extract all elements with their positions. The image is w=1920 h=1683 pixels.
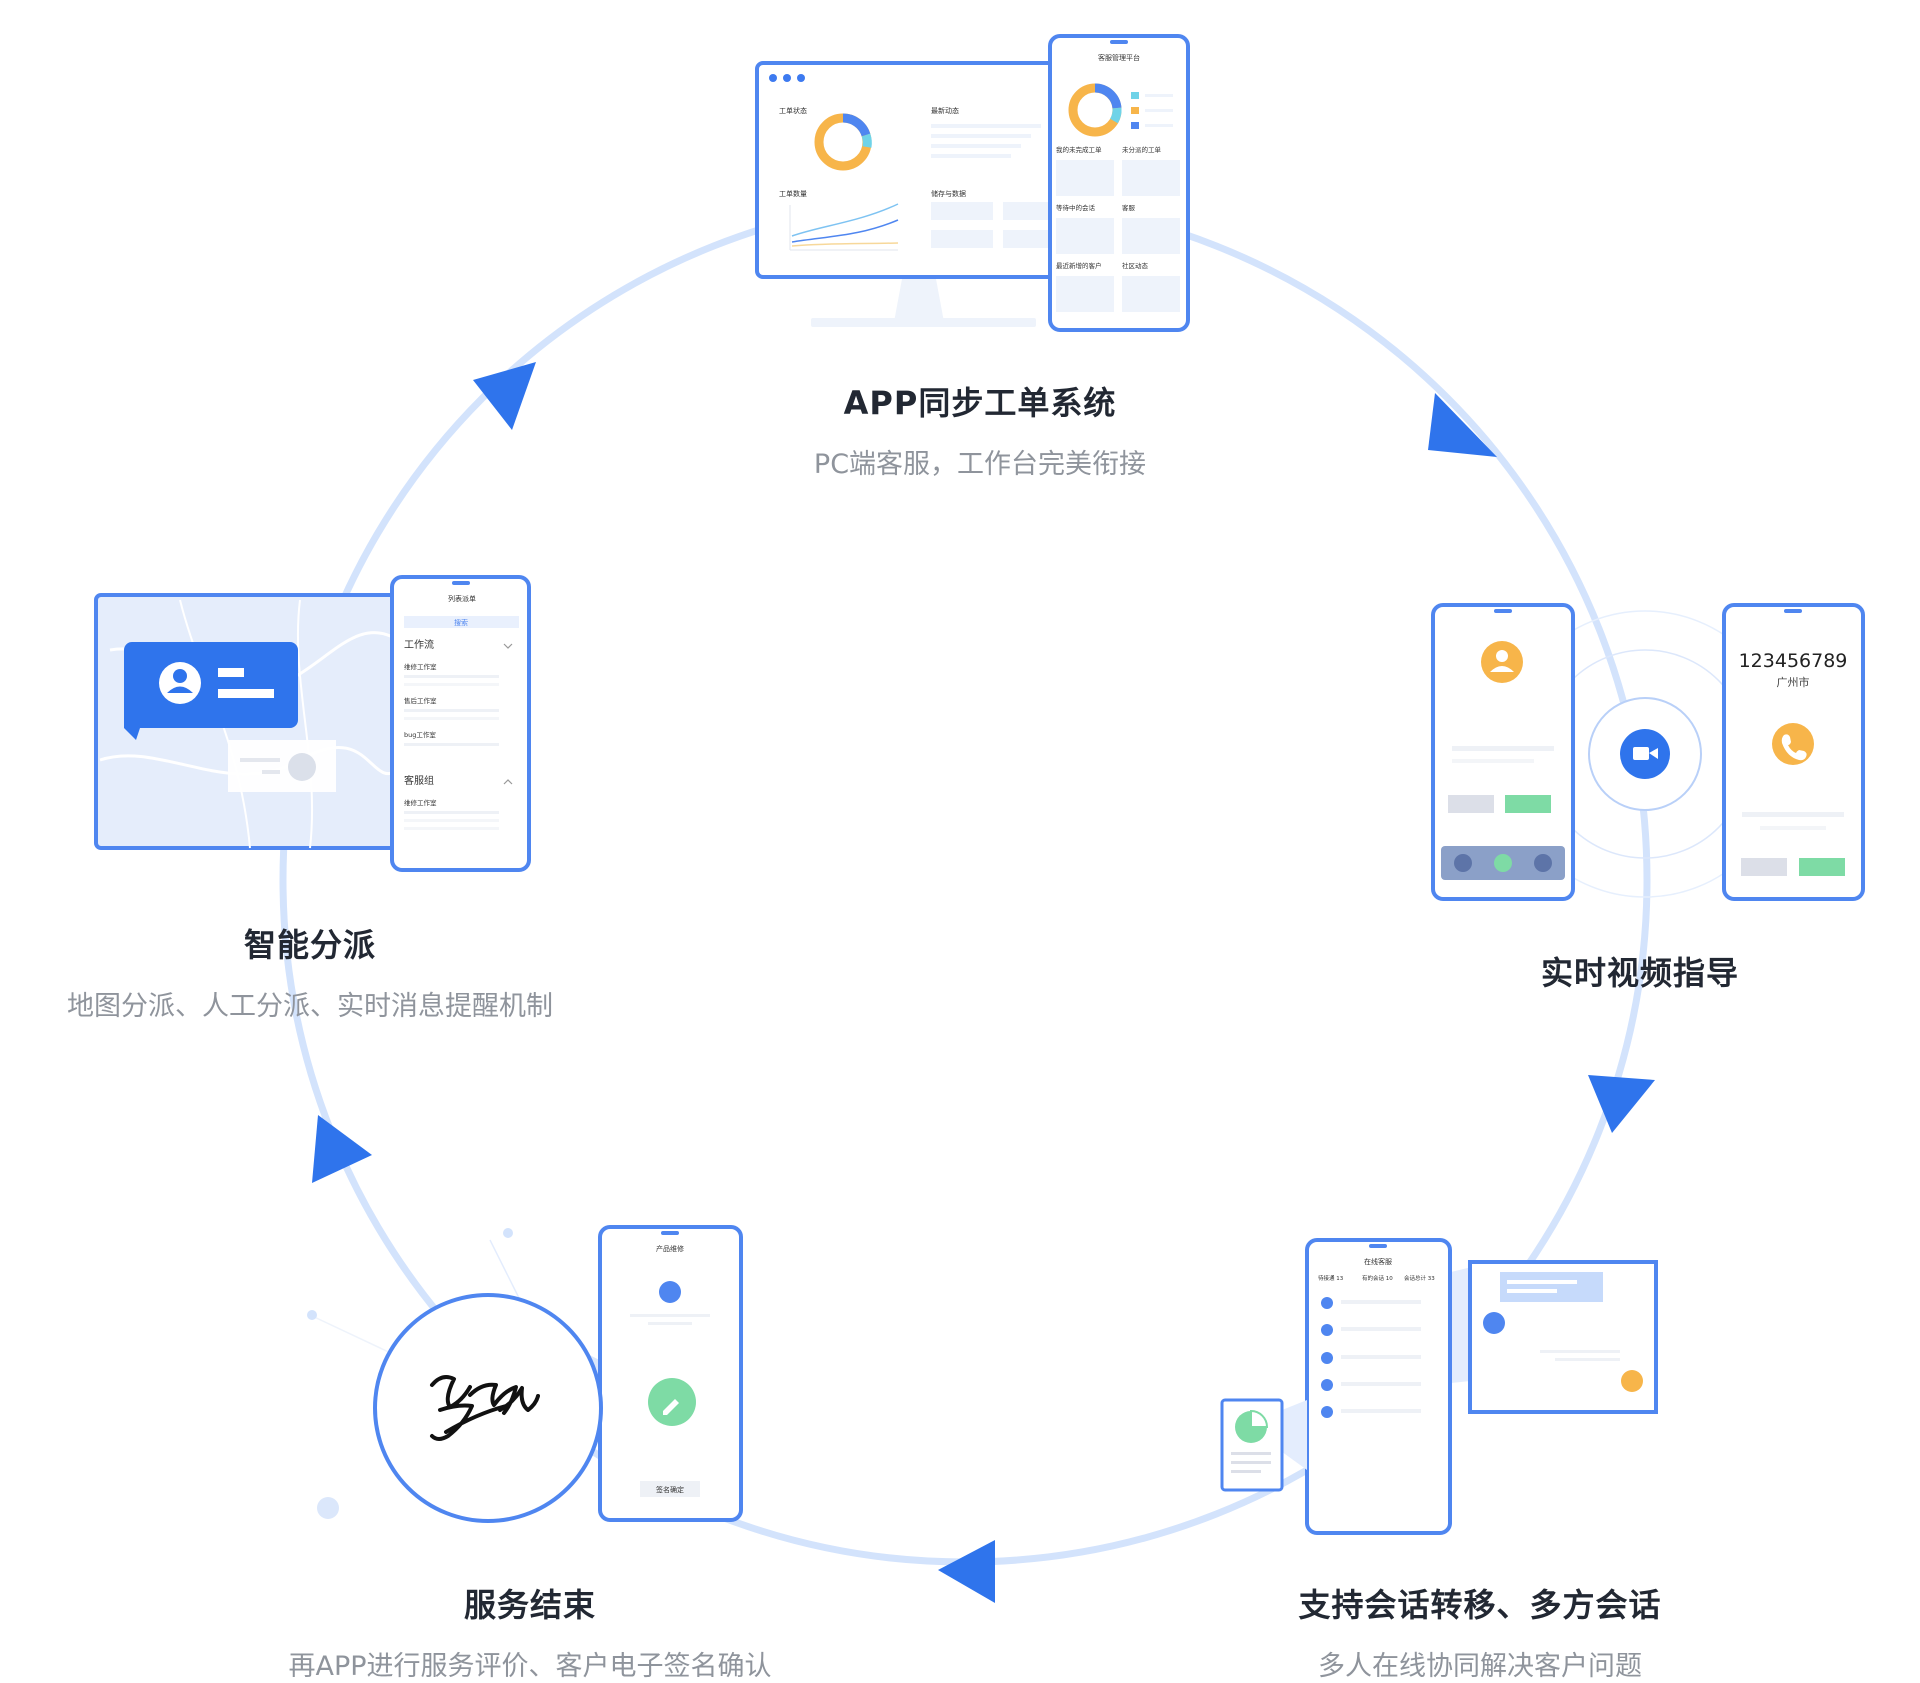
arrow-top-right (1428, 393, 1497, 457)
pc-sync-illustration: 工单状态 最新动态 工单数量 储存与数据 客服管理平台 我的未完成工单 未分派的… (755, 34, 1190, 332)
video-call-illustration: 123456789 广州市 (1431, 603, 1865, 901)
dispatch-title: 列表派单 (448, 594, 476, 603)
pc-card-1: 未分派的工单 (1122, 145, 1162, 154)
widget-label-3: 储存与数据 (931, 189, 966, 198)
caller-number: 123456789 (1739, 650, 1848, 672)
chat-stat-1: 有的会话 10 (1362, 1274, 1393, 1282)
pc-phone-title: 客服管理平台 (1098, 53, 1140, 62)
dispatch-search: 搜索 (454, 618, 468, 627)
step-1-subtitle: PC端客服，工作台完美衔接 (813, 449, 1147, 480)
pen-icon (663, 1399, 679, 1415)
dispatch-illustration: 列表派单 搜索 工作流 维修工作室 售后工作室 bug工作室 客服组 维修工作室 (94, 575, 531, 872)
chat-icon (1454, 854, 1472, 872)
dispatch-group1-item-0: 维修工作室 (404, 662, 437, 671)
pc-card-4: 最近新增的客户 (1056, 261, 1102, 270)
pc-card-3: 客服 (1122, 203, 1136, 212)
dispatch-group1-item-2: bug工作室 (404, 730, 436, 739)
step-2-title: 实时视频指导 (1540, 954, 1739, 992)
chat-stat-0: 待接通 13 (1318, 1274, 1344, 1282)
step-4-title: 服务结束 (463, 1586, 596, 1624)
sign-title: 产品维修 (656, 1244, 684, 1253)
user-avatar-icon (1496, 650, 1508, 662)
chat-stat-2: 会话总计 33 (1404, 1274, 1435, 1282)
step-3-subtitle: 多人在线协同解决客户问题 (1318, 1651, 1642, 1682)
arrow-bottom (938, 1540, 995, 1603)
camera-icon (1633, 747, 1649, 760)
widget-label-1: 最新动态 (931, 106, 959, 115)
step-3-title: 支持会话转移、多方会话 (1298, 1586, 1662, 1624)
video-icon (1534, 854, 1552, 872)
step-4-caption: 服务结束 再APP进行服务评价、客户电子签名确认 (230, 1580, 830, 1683)
dispatch-group-2: 客服组 (404, 774, 434, 787)
step-4-subtitle: 再APP进行服务评价、客户电子签名确认 (288, 1651, 772, 1682)
step-2-caption: 实时视频指导 (1440, 948, 1840, 994)
widget-label-2: 工单数量 (779, 189, 807, 198)
chat-transfer-illustration: 在线客服 待接通 13 有的会话 10 会话总计 33 (1220, 1238, 1658, 1535)
arrow-right (1588, 1075, 1655, 1133)
dispatch-group2-item-0: 维修工作室 (404, 798, 437, 807)
step-1-title: APP同步工单系统 (843, 384, 1117, 422)
dispatch-group1-item-1: 售后工作室 (404, 696, 437, 705)
step-5-title: 智能分派 (243, 926, 376, 964)
widget-label-0: 工单状态 (779, 106, 807, 115)
caller-city: 广州市 (1777, 675, 1810, 689)
signature-illustration: 产品维修 签名确定 (307, 1225, 743, 1523)
step-5-caption: 智能分派 地图分派、人工分派、实时消息提醒机制 (20, 920, 600, 1023)
phone-icon (1494, 854, 1512, 872)
pc-card-5: 社区动态 (1122, 261, 1149, 270)
dispatch-group-1: 工作流 (404, 638, 434, 651)
pc-card-2: 等待中的会话 (1056, 203, 1096, 212)
sign-confirm-label: 签名确定 (656, 1485, 684, 1494)
handset-icon (1781, 734, 1807, 761)
step-3-caption: 支持会话转移、多方会话 多人在线协同解决客户问题 (1180, 1580, 1780, 1683)
step-5-subtitle: 地图分派、人工分派、实时消息提醒机制 (67, 991, 553, 1022)
pc-card-0: 我的未完成工单 (1056, 145, 1102, 154)
arrow-left (312, 1115, 372, 1183)
handwritten-signature (430, 1375, 540, 1441)
chat-title: 在线客服 (1364, 1257, 1392, 1266)
step-1-caption: APP同步工单系统 PC端客服，工作台完美衔接 (720, 378, 1240, 481)
arrow-top-left (473, 362, 536, 430)
